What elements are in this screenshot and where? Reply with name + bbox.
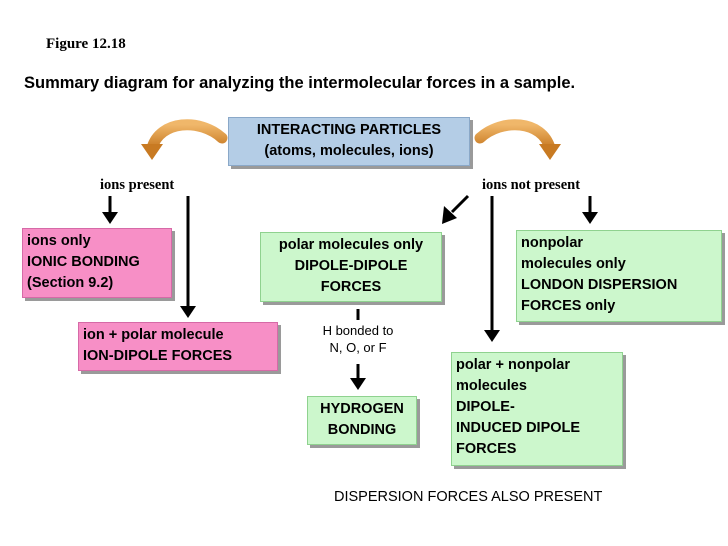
dipole-induced-dipole-box: polar + nonpolar molecules DIPOLE- INDUC… (451, 352, 623, 466)
box-line: ion + polar molecule (83, 327, 224, 343)
arrow-to-polar-nonpolar (484, 196, 500, 342)
box-line: DIPOLE- (456, 399, 515, 415)
box-line: (Section 9.2) (27, 275, 114, 291)
london-dispersion-box: nonpolar molecules only LONDON DISPERSIO… (516, 230, 722, 322)
box-line: HYDROGEN (320, 401, 404, 417)
box-line: IONIC BONDING (27, 254, 140, 270)
ions-present-label: ions present (100, 177, 175, 193)
box-line: molecules only (521, 256, 626, 272)
arrow-to-hydrogen-bonding (350, 364, 366, 390)
ions-only-box: ions only IONIC BONDING (Section 9.2) (22, 228, 172, 298)
box-line: LONDON DISPERSION (521, 277, 678, 293)
box-line: ions only (27, 233, 91, 249)
ion-dipole-box: ion + polar molecule ION-DIPOLE FORCES (78, 322, 278, 371)
box-line: FORCES only (521, 298, 616, 314)
condition-line: H bonded to (322, 323, 394, 338)
box-line: molecules (456, 378, 527, 394)
box-line: polar + nonpolar (456, 357, 570, 373)
box-line: ION-DIPOLE FORCES (83, 348, 233, 364)
hydrogen-bonding-box: HYDROGEN BONDING (307, 396, 417, 445)
arrow-to-nonpolar (582, 196, 598, 224)
box-line: nonpolar (521, 235, 584, 251)
condition-line: N, O, or F (329, 340, 387, 355)
figure-label: Figure 12.18 (46, 36, 126, 52)
box-line: BONDING (327, 422, 397, 438)
box-line: FORCES (456, 441, 517, 457)
box-line: (atoms, molecules, ions) (264, 143, 434, 159)
arrow-to-ion-polar (180, 196, 196, 318)
interacting-particles-box: INTERACTING PARTICLES (atoms, molecules,… (228, 117, 470, 166)
box-line: INTERACTING PARTICLES (256, 122, 442, 138)
box-line: DIPOLE-DIPOLE (294, 258, 408, 274)
box-line: polar molecules only (278, 237, 424, 253)
curved-arrow-left-icon (141, 119, 228, 160)
dipole-dipole-box: polar molecules only DIPOLE-DIPOLE FORCE… (260, 232, 442, 302)
diagram-title: Summary diagram for analyzing the interm… (24, 74, 576, 92)
ions-not-present-label: ions not present (482, 177, 581, 193)
box-line: FORCES (320, 279, 382, 295)
curved-arrow-right-icon (474, 119, 561, 160)
h-bond-condition-text: H bonded to N, O, or F (306, 322, 410, 356)
arrow-to-polar-only (442, 194, 470, 224)
footer-note: DISPERSION FORCES ALSO PRESENT (334, 489, 603, 505)
arrow-to-ions-only (102, 196, 118, 224)
box-line: INDUCED DIPOLE (456, 420, 581, 436)
